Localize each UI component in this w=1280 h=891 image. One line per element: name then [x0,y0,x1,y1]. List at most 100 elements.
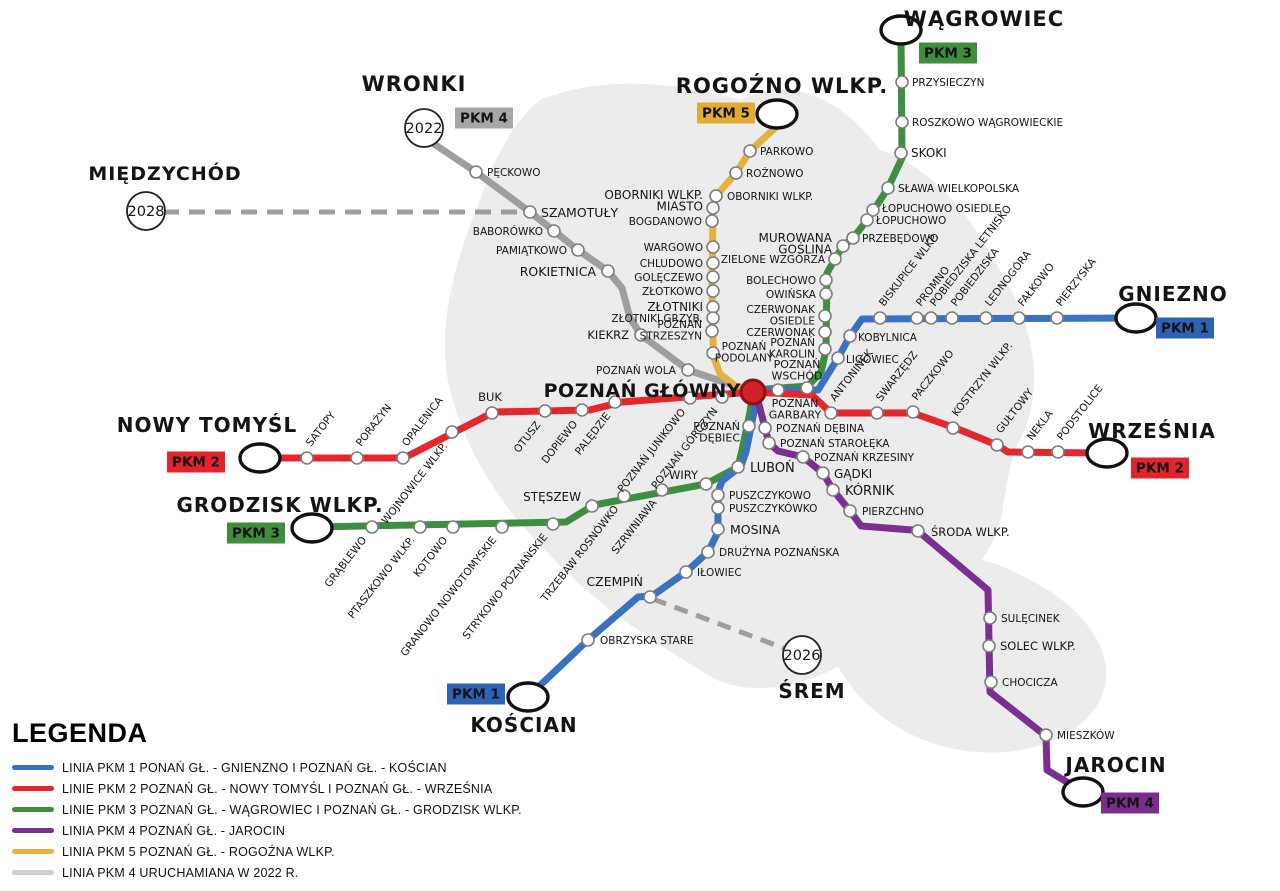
station-dot [655,483,669,497]
station-label: GĄDKI [834,467,872,481]
station-dot [984,675,998,689]
pkm-badge-label: PKM 4 [460,111,508,127]
terminal-circle [290,512,334,544]
station-dot [894,146,908,160]
hub-label: POZNAŃ GŁÓWNY [544,378,741,402]
pkm-badge [1101,792,1159,814]
station-dot [860,213,874,227]
station-dot [818,342,832,356]
station-label: CHOCICZA [1002,677,1058,689]
city-title: WRONKI [362,72,467,96]
station-dot [706,346,720,360]
station-label: SATOPY [304,409,339,449]
station-label: MOSINA [730,522,781,537]
station-dot [843,329,857,343]
legend-entry: LINIA PKM 1 PONAŃ GŁ. - GNIENZNO I POZNA… [12,757,532,778]
station-dot [705,324,719,338]
station-dot [365,520,379,534]
city-title: ROGOŹNO WLKP. [676,73,888,98]
station-dot [983,611,997,625]
station-label: PRZEBĘDOWO [862,233,938,245]
station-label: ROKIETNICA [520,264,597,279]
legend-entry: LINIA PKM 4 URUCHAMIANA W 2022 R. [12,862,532,883]
station-dot [796,450,810,464]
station-label: PORAŻYN [353,401,394,449]
station-dot [585,499,599,513]
pkm-badge [1131,457,1189,479]
pkm-badge [447,683,505,705]
pkm-badge-label: PKM 3 [924,46,972,62]
city-title: MIĘDZYCHÓD [88,161,241,185]
station-dot [800,381,814,395]
station-dot [895,115,909,129]
station-label: KOBYLNICA [858,332,918,344]
station-dot [705,214,719,228]
station-dot [706,284,720,298]
station-label: KIEKRZ [587,328,629,342]
station-label: PĘCKOWO [487,167,541,179]
legend-entry: LINIA PKM 5 POZNAŃ GŁ. - ROGOŹNA WLKP. [12,841,532,862]
station-dot [643,590,657,604]
station-label: WARGOWO [644,242,703,254]
legend: LEGENDA LINIA PKM 1 PONAŃ GŁ. - GNIENZNO… [12,718,532,883]
station-dot [819,287,833,301]
station-label: DRUŻYNA POZNAŃSKA [719,546,840,559]
station-label: LIGOWIEC [846,354,899,366]
station-dot [396,451,410,465]
station-dot [1039,728,1053,742]
station-label: ROSZKOWO WĄGROWIECKIE [912,117,1063,129]
station-label: SULĘCINEK [1001,613,1061,625]
city-title: NOWY TOMYŚL [117,413,297,437]
terminal-circle [755,98,799,130]
station-dot [818,325,832,339]
station-dot [873,311,887,325]
pkm-badge-label: PKM 5 [702,106,750,122]
legend-entry: LINIE PKM 3 POZNAŃ GŁ. - WĄGROWIEC I POZ… [12,799,532,820]
city-title: GNIEZNO [1118,282,1228,306]
station-label: GOLĘCZEWO [634,272,703,284]
station-dot [523,205,537,219]
station-label: CHLUDOWO [640,258,703,270]
station-label: MIESZKÓW [1057,729,1115,742]
station-label: STRYKOWO POZNAŃSKIE [460,531,551,642]
station-dot [706,240,720,254]
year-circle-label: 2022 [406,121,443,137]
station-label: OBORNIKI WLKP. [727,191,813,203]
station-label: BUK [478,390,502,404]
station-label: BABORÓWKO [473,225,543,238]
legend-entry-label: LINIA PKM 5 POZNAŃ GŁ. - ROGOŹNA WLKP. [62,844,335,859]
rail-line-pkm3-south-grodzisk [310,386,757,531]
station-dot [742,419,756,433]
pkm-badge-label: PKM 2 [1136,461,1184,477]
station-label: POZNAŃ STAROŁĘKA [780,437,890,450]
station-label: GRĄBLEWO [322,534,369,589]
legend-line-swatch [12,870,54,875]
station-label: POZNAŃ DĘBINA [776,422,865,435]
station-dot [906,405,920,419]
station-dot [910,311,924,325]
station-label: PARKOWO [760,146,813,158]
terminal-circle [238,442,282,474]
legend-line-swatch [12,807,54,812]
station-dot [1050,311,1064,325]
legend-entry-label: LINIE PKM 3 POZNAŃ GŁ. - WĄGROWIEC I POZ… [62,802,522,817]
pkm-badge [1156,317,1214,339]
station-dot [681,363,695,377]
pkm-badge-label: PKM 1 [452,687,500,703]
station-dot [816,466,830,480]
station-label: PUSZCZYKOWO [729,490,811,502]
station-label: LUBOŃ [750,460,795,476]
station-dot [824,406,838,420]
station-dot [843,504,857,518]
station-dot [546,517,560,531]
station-dot [826,483,840,497]
station-label: CZERWONAK [746,327,816,339]
station-dot [870,406,884,420]
